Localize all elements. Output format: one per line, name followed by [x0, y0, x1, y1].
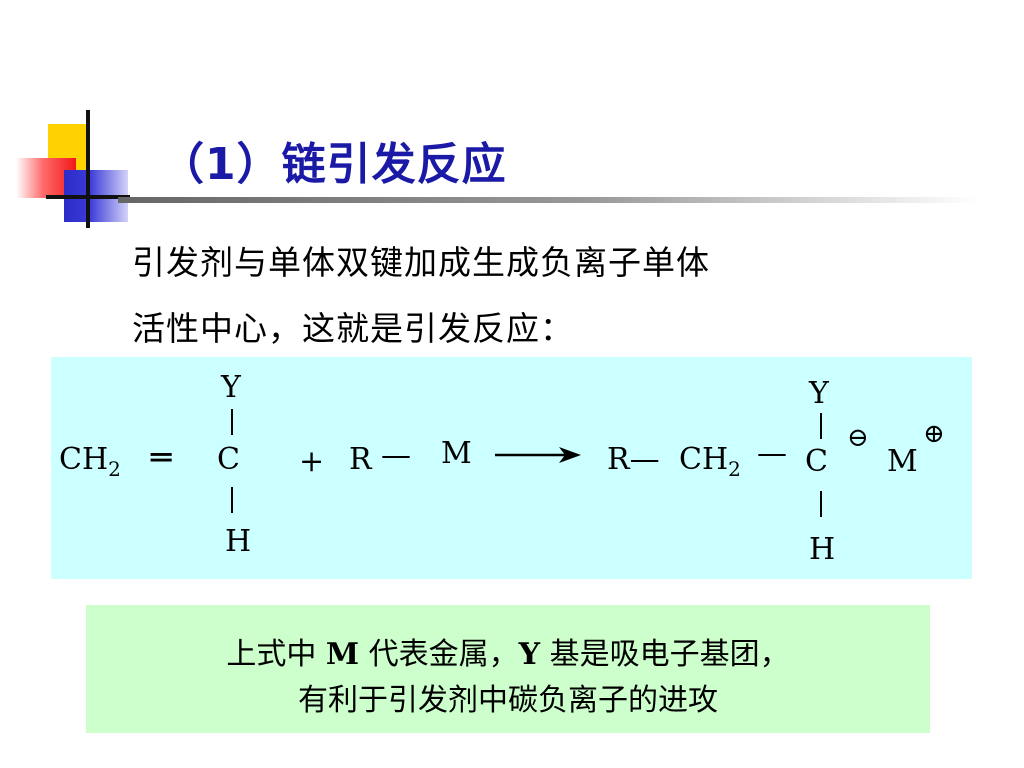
body-text-line-2: 活性中心，这就是引发反应： — [132, 309, 574, 348]
product-ch2: CH2 — [679, 442, 741, 481]
double-bond: ═ — [151, 438, 172, 478]
note-line-2: 有利于引发剂中碳负离子的进攻 — [298, 683, 718, 718]
title-underline — [118, 197, 978, 203]
note-box: 上式中 M 代表金属，Y 基是吸电子基团， 有利于引发剂中碳负离子的进攻 — [86, 605, 930, 733]
anion-charge-icon: ⊖ — [847, 423, 869, 453]
cation-charge-icon: ⊕ — [923, 419, 945, 449]
body-text-line-1: 引发剂与单体双键加成生成负离子单体 — [132, 243, 710, 282]
reactant-substituent-y: Y — [221, 370, 241, 405]
product-substituent-h: H — [809, 532, 836, 567]
reaction-arrow — [495, 447, 581, 463]
reactant-bond-top — [231, 409, 233, 435]
initiator-r: R — [349, 442, 372, 477]
initiator-bond: — — [381, 438, 411, 473]
reactant-ch2: CH2 — [59, 442, 121, 481]
slide-title: （1）链引发反应 — [160, 139, 507, 190]
note-line-1: 上式中 M 代表金属，Y 基是吸电子基团， — [226, 637, 790, 672]
reaction-equation: CH2 ═ Y C H + R — M R— CH2 — Y C H ⊖ M ⊕ — [51, 357, 972, 579]
product-bond-top — [820, 413, 822, 439]
reactant-carbon: C — [217, 442, 240, 477]
product-metal-m: M — [887, 444, 918, 479]
reactant-bond-bottom — [231, 487, 233, 513]
product-r: R— — [607, 442, 660, 477]
initiator-m: M — [441, 436, 472, 471]
product-carbon: C — [805, 444, 828, 479]
logo-vertical-line — [86, 110, 90, 228]
reactant-substituent-h: H — [225, 524, 252, 559]
plus-sign: + — [299, 444, 325, 479]
product-substituent-y: Y — [809, 376, 829, 411]
product-bond-bottom — [820, 491, 822, 517]
product-bond: — — [757, 436, 787, 471]
logo-horizontal-line — [46, 195, 130, 199]
